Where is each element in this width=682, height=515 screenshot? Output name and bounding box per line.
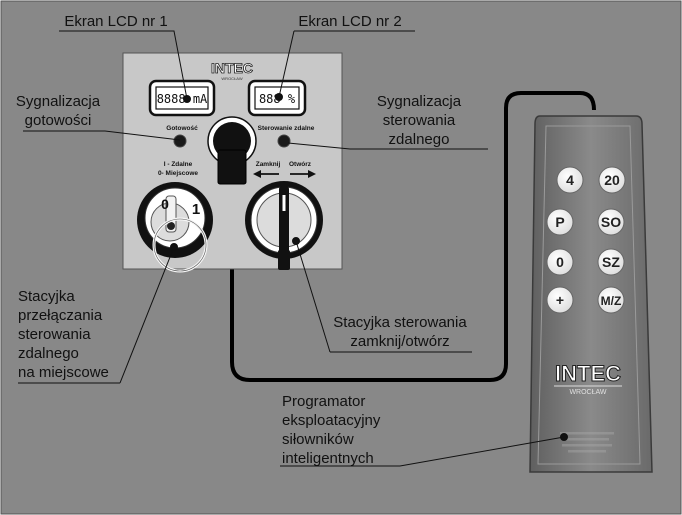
panel-logo: INTEC WROCŁAW (211, 60, 254, 81)
leader-lines (18, 30, 568, 467)
label-lcd-1: Ekran LCD nr 1 (64, 13, 167, 30)
remote-button-label: 20 (604, 172, 620, 188)
svg-text:INTEC: INTEC (555, 361, 621, 386)
remote-button-4[interactable]: 4 (556, 166, 584, 194)
lcd-1-value: 8888 mA (157, 92, 208, 106)
remote-button-0[interactable]: 0 (546, 248, 574, 276)
remote-button-p[interactable]: P (546, 208, 574, 236)
label-switch-line-2: przełączania (18, 307, 103, 324)
lcd-screen-2: 888 % (247, 79, 307, 117)
remote-logo: INTEC WROCŁAW (554, 361, 622, 396)
remote-button-label: + (556, 292, 564, 308)
lcd-screen-1: 8888 mA (148, 79, 216, 117)
remote-button-label: SO (601, 214, 621, 230)
remote-button-label: 4 (566, 172, 574, 188)
label-remote-line-3: zdalnego (389, 131, 450, 148)
led-remote-indicator (277, 134, 291, 148)
open-label: Otwórz (289, 161, 312, 168)
remote-button-label: P (555, 214, 564, 230)
switch-pos-1: 1 (192, 201, 200, 218)
label-switch-line-4: zdalnego (18, 345, 79, 362)
led-ready-indicator (173, 134, 187, 148)
remote-programmer (529, 115, 653, 473)
remote-button-label: SZ (602, 254, 620, 270)
mode-key-switch[interactable]: 0 1 (137, 182, 213, 273)
svg-text:INTEC: INTEC (211, 60, 253, 76)
remote-button-sz[interactable]: SZ (597, 248, 625, 276)
label-remote-line-1: Sygnalizacja (377, 93, 462, 110)
label-ready-line-2: gotowości (25, 112, 92, 129)
label-programmer-line-4: inteligentnych (282, 450, 374, 467)
label-programmer-line-3: siłowników (282, 431, 354, 448)
led-remote-label: Sterowanie zdalne (258, 125, 315, 132)
connector-socket (207, 116, 257, 185)
led-ready-label: Gotowość (166, 125, 198, 132)
label-switch-line-3: sterowania (18, 326, 91, 343)
connection-cable (230, 91, 596, 382)
label-switch-line-1: Stacyjka (18, 288, 75, 305)
label-programmer-line-2: eksploatacyjny (282, 412, 381, 429)
label-switch-line-5: na miejscowe (18, 364, 109, 381)
remote-button-plus[interactable]: + (546, 286, 574, 314)
label-control-line-2: zamknij/otwórz (350, 333, 449, 350)
label-control-line-1: Stacyjka sterowania (333, 314, 467, 331)
close-arrow-icon (253, 170, 279, 178)
remote-button-20[interactable]: 20 (598, 166, 626, 194)
remote-button-mz[interactable]: M/Z (597, 286, 625, 314)
remote-button-label: 0 (556, 254, 564, 270)
label-remote-line-2: sterowania (383, 112, 456, 129)
mode-label-remote: I - Zdalne (164, 161, 193, 168)
label-lcd-2: Ekran LCD nr 2 (298, 13, 401, 30)
close-label: Zamknij (256, 161, 281, 168)
remote-button-label: M/Z (601, 294, 622, 308)
mode-label-local: 0- Miejscowe (158, 170, 198, 177)
open-close-key-switch[interactable] (245, 181, 323, 270)
svg-text:WROCŁAW: WROCŁAW (221, 76, 242, 81)
switch-pos-0: 0 (161, 196, 169, 212)
svg-text:WROCŁAW: WROCŁAW (569, 389, 606, 396)
label-programmer-line-1: Programator (282, 393, 365, 410)
remote-button-so[interactable]: SO (597, 208, 625, 236)
open-arrow-icon (290, 170, 316, 178)
remote-faint-text (560, 432, 614, 453)
label-ready-line-1: Sygnalizacja (16, 93, 101, 110)
